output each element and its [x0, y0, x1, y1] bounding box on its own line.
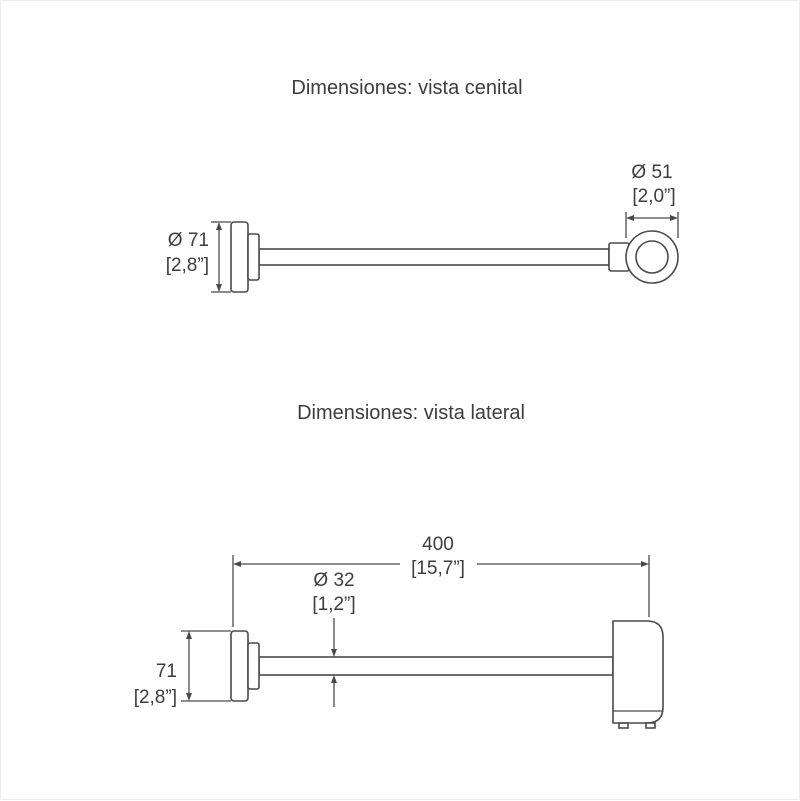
flange-hub-outline [247, 642, 260, 690]
side-view: Dimensiones: vista lateral 400 [15,7”] Ø… [134, 402, 664, 729]
side-view-product-outline [230, 620, 664, 729]
bar-tube-outline [258, 656, 614, 676]
flange-height-imperial: [2,8”] [134, 687, 177, 708]
flange-diameter-imperial: [2,8”] [166, 255, 209, 276]
ring-diameter-imperial: [2,0”] [632, 186, 675, 207]
flange-height-value: 71 [156, 661, 177, 682]
arrowhead-down-icon [186, 693, 192, 701]
arrowhead-up-icon [216, 222, 222, 230]
ring-diameter-value: Ø 51 [631, 162, 672, 183]
arrowhead-right-icon [641, 561, 649, 567]
arrowhead-left-icon [626, 215, 634, 221]
side-view-title: Dimensiones: vista lateral [297, 402, 525, 424]
side-view-flange-height-dimension: 71 [2,8”] [134, 630, 231, 708]
wall-flange-outline [230, 221, 249, 293]
arrowhead-up-icon [331, 675, 337, 683]
arrowhead-down-icon [331, 649, 337, 657]
length-value: 400 [422, 534, 454, 555]
wall-flange-outline [230, 630, 249, 702]
side-view-length-dimension: 400 [15,7”] [232, 534, 650, 627]
flange-diameter-value: Ø 71 [168, 230, 209, 251]
ring-inner-circle [635, 240, 669, 274]
arrowhead-up-icon [186, 631, 192, 639]
top-view-flange-diameter-dimension: Ø 71 [2,8”] [166, 221, 231, 293]
arrowhead-left-icon [233, 561, 241, 567]
end-housing-foot [645, 722, 656, 729]
flange-hub-outline [247, 233, 260, 281]
top-view-product-outline [230, 221, 679, 293]
side-view-tube-diameter-dimension: Ø 32 [1,2”] [312, 570, 356, 707]
tube-diameter-imperial: [1,2”] [312, 594, 355, 615]
tube-diameter-value: Ø 32 [313, 570, 354, 591]
bar-tube-outline [258, 248, 610, 266]
end-housing-outline [612, 620, 664, 724]
length-imperial: [15,7”] [411, 558, 465, 579]
top-view-title: Dimensiones: vista cenital [291, 77, 522, 99]
end-housing-foot [618, 722, 629, 729]
arrowhead-right-icon [670, 215, 678, 221]
arrowhead-down-icon [216, 284, 222, 292]
top-view-ring-diameter-dimension: Ø 51 [2,0”] [625, 162, 679, 238]
top-view: Dimensiones: vista cenital Ø 51 [2,0”] Ø… [166, 77, 679, 293]
